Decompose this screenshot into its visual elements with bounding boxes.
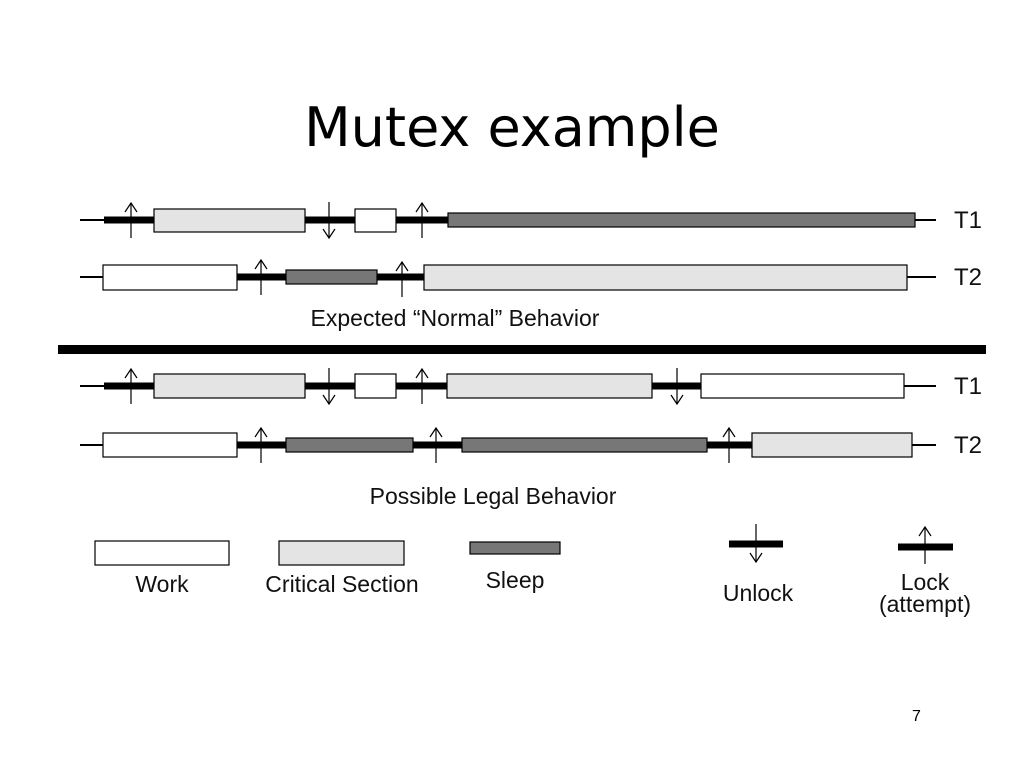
lock-attempt-marker bbox=[722, 426, 736, 463]
legend-work-swatch bbox=[94, 540, 230, 566]
sleep-block bbox=[285, 269, 378, 285]
sleep-block bbox=[447, 212, 916, 228]
legend-unlock-label: Unlock bbox=[722, 580, 794, 606]
t2-label: T2 bbox=[954, 264, 983, 291]
unlock-marker bbox=[322, 368, 336, 406]
lock-attempt-marker bbox=[124, 201, 138, 238]
page-number: 7 bbox=[912, 708, 921, 725]
expected-behavior-caption: Expected “Normal” Behavior bbox=[310, 305, 600, 331]
legend-work-label: Work bbox=[135, 571, 189, 597]
sleep-block bbox=[285, 437, 414, 453]
work-block bbox=[102, 432, 238, 458]
expected-t1-timeline bbox=[80, 201, 936, 240]
expected-t2-timeline bbox=[80, 258, 936, 297]
slide-title: Mutex example bbox=[304, 96, 720, 159]
possible-t2-timeline bbox=[80, 426, 936, 463]
critical-section-block bbox=[751, 432, 913, 458]
unlock-marker bbox=[670, 368, 684, 406]
lock-attempt-marker bbox=[429, 426, 443, 463]
legend-critical-section-label: Critical Section bbox=[265, 571, 419, 597]
lock-attempt-marker bbox=[395, 260, 409, 297]
t1-label: T1 bbox=[954, 207, 983, 234]
t2-label: T2 bbox=[954, 432, 983, 459]
critical-section-block bbox=[446, 373, 653, 399]
section-divider bbox=[58, 345, 986, 354]
legend-lock-marker bbox=[898, 525, 953, 564]
critical-section-block bbox=[423, 264, 908, 291]
lock-attempt-marker bbox=[254, 258, 268, 295]
critical-section-block bbox=[153, 373, 306, 399]
legend-critical-section-swatch bbox=[278, 540, 405, 566]
legend-unlock-marker bbox=[729, 524, 783, 564]
legend-lock-label: Lock (attempt) bbox=[860, 569, 990, 617]
critical-section-block bbox=[153, 208, 306, 233]
sleep-block bbox=[461, 437, 708, 453]
legend-sleep-label: Sleep bbox=[485, 567, 545, 593]
legend-lock-label-line2: (attempt) bbox=[878, 591, 972, 617]
lock-attempt-marker bbox=[415, 201, 429, 238]
t1-label: T1 bbox=[954, 373, 983, 400]
unlock-marker bbox=[322, 202, 336, 240]
work-block bbox=[700, 373, 905, 399]
lock-attempt-marker bbox=[254, 426, 268, 463]
work-block bbox=[354, 208, 397, 233]
lock-attempt-marker bbox=[124, 367, 138, 404]
legend-sleep-swatch bbox=[469, 541, 561, 555]
work-block bbox=[354, 373, 397, 399]
work-block bbox=[102, 264, 238, 291]
legend-lock-label-line1: Lock bbox=[900, 569, 950, 595]
lock-attempt-marker bbox=[415, 367, 429, 404]
possible-behavior-caption: Possible Legal Behavior bbox=[369, 483, 617, 509]
possible-t1-timeline bbox=[80, 367, 936, 406]
